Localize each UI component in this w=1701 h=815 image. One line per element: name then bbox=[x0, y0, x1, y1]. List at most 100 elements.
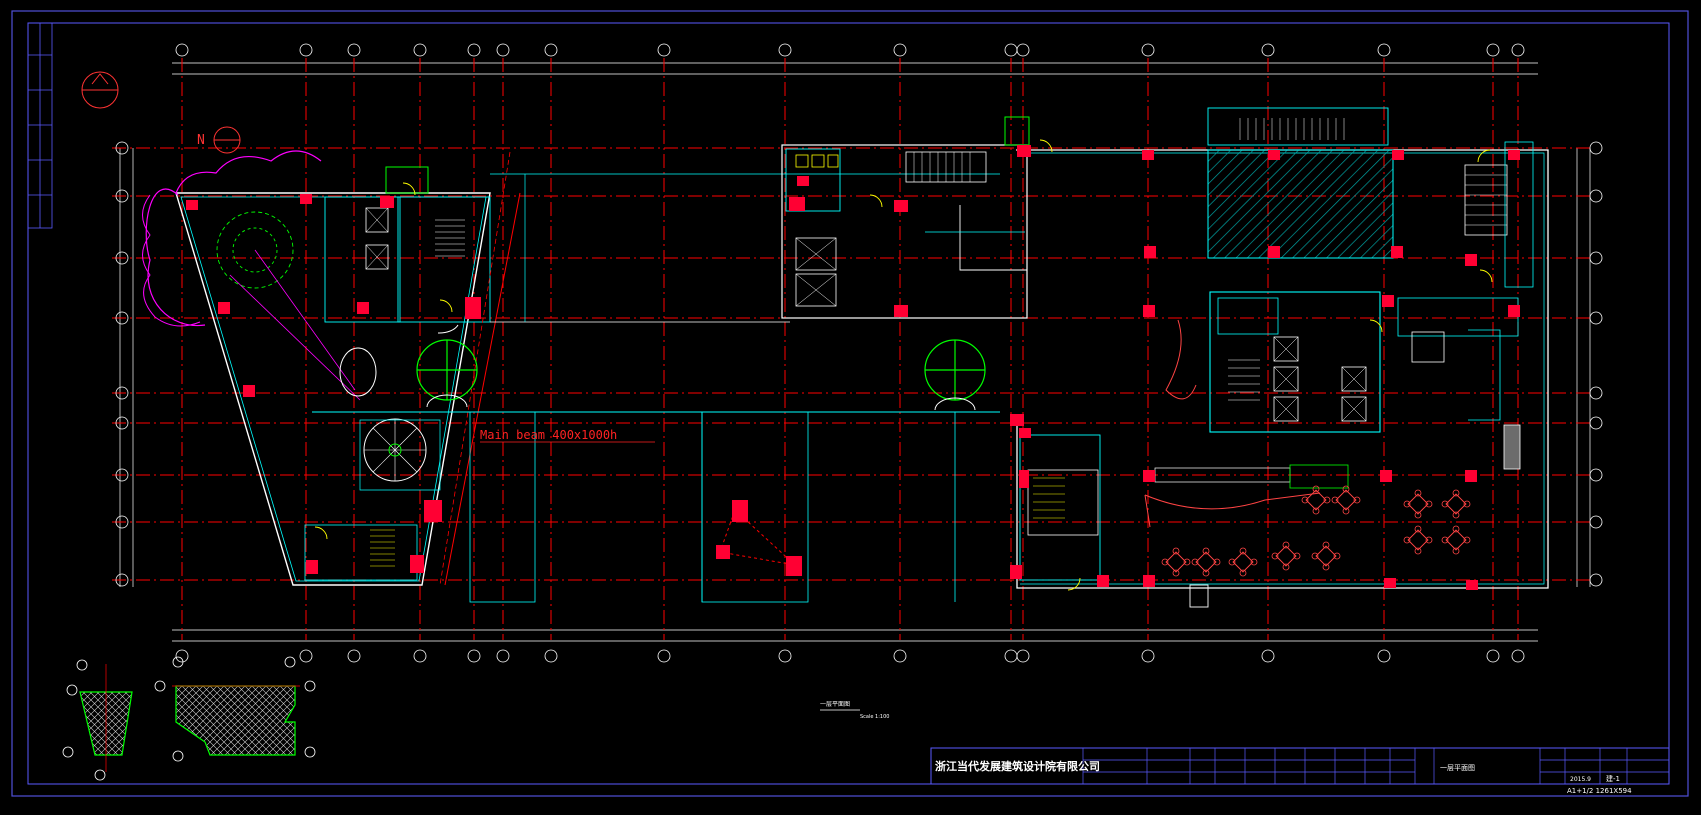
right-wing-building bbox=[1016, 107, 1549, 608]
paper-size-note: A1+1/2 1261X594 bbox=[1567, 787, 1632, 795]
sheet-number: 建-1 bbox=[1606, 774, 1620, 783]
axis-bubble-left bbox=[115, 251, 129, 265]
axis-bubble-top bbox=[1261, 43, 1275, 57]
axis-bubble-top bbox=[175, 43, 189, 57]
column bbox=[1019, 428, 1031, 438]
axis-bubble-top bbox=[413, 43, 427, 57]
horizontal-grid-axes bbox=[112, 147, 1590, 581]
axis-bubble-right bbox=[1589, 311, 1603, 325]
dining-table bbox=[1441, 525, 1471, 555]
dining-table bbox=[1301, 485, 1331, 515]
column bbox=[1144, 246, 1156, 258]
column bbox=[1465, 254, 1477, 266]
column bbox=[1017, 145, 1031, 157]
column bbox=[465, 297, 481, 319]
dining-table bbox=[1441, 489, 1471, 519]
restaurant-furniture bbox=[1161, 485, 1471, 577]
title-block bbox=[930, 747, 1670, 785]
svg-text:N: N bbox=[197, 133, 205, 148]
column bbox=[218, 302, 230, 314]
axis-bubble-bottom bbox=[778, 649, 792, 663]
column bbox=[797, 176, 809, 186]
key-plan-right bbox=[154, 656, 316, 762]
axis-bubble-right bbox=[1589, 573, 1603, 587]
axis-bubble-left bbox=[115, 515, 129, 529]
column bbox=[1019, 470, 1029, 488]
axis-bubble-top bbox=[1016, 43, 1030, 57]
column bbox=[380, 196, 394, 208]
central-core-block bbox=[781, 116, 1030, 319]
column bbox=[1268, 150, 1280, 160]
axis-bubble-bottom bbox=[413, 649, 427, 663]
axis-bubble-right bbox=[1589, 386, 1603, 400]
left-wing-building bbox=[142, 150, 521, 586]
axis-bubble-right bbox=[1589, 515, 1603, 529]
axis-bubble-bottom bbox=[299, 649, 313, 663]
company-name: 浙江当代发展建筑设计院有限公司 bbox=[935, 759, 1100, 773]
column bbox=[786, 556, 802, 576]
dining-table bbox=[1161, 547, 1191, 577]
axis-bubble-bottom bbox=[467, 649, 481, 663]
column bbox=[1384, 578, 1396, 588]
axis-bubble-bottom bbox=[1261, 649, 1275, 663]
axis-bubble-right bbox=[1589, 141, 1603, 155]
axis-bubble-top bbox=[778, 43, 792, 57]
axis-bubble-top bbox=[1377, 43, 1391, 57]
dining-table bbox=[1311, 541, 1341, 571]
axis-bubble-bottom bbox=[544, 649, 558, 663]
dining-table bbox=[1403, 489, 1433, 519]
column bbox=[732, 500, 748, 522]
structural-columns bbox=[186, 145, 1520, 590]
drawing-title: 一层平面图 bbox=[1440, 764, 1475, 772]
axis-bubble-top bbox=[1141, 43, 1155, 57]
column bbox=[1465, 470, 1477, 482]
drawing-date: 2015.9 bbox=[1570, 776, 1591, 783]
column bbox=[1508, 150, 1520, 160]
door-swings bbox=[314, 139, 1493, 591]
column bbox=[1382, 295, 1394, 307]
column bbox=[1466, 580, 1478, 590]
axis-bubble-left bbox=[115, 311, 129, 325]
dining-table bbox=[1191, 547, 1221, 577]
vertical-grid-axes bbox=[181, 58, 1519, 640]
axis-bubble-bottom bbox=[1141, 649, 1155, 663]
axis-bubble-top bbox=[1486, 43, 1500, 57]
dining-table bbox=[1403, 525, 1433, 555]
axis-bubble-bottom bbox=[1511, 649, 1525, 663]
axis-bubble-right bbox=[1589, 189, 1603, 203]
axis-bubble-left bbox=[115, 468, 129, 482]
column bbox=[894, 305, 908, 317]
axis-bubble-bottom bbox=[1486, 649, 1500, 663]
column bbox=[789, 197, 805, 211]
column bbox=[1143, 305, 1155, 317]
dining-table bbox=[1228, 547, 1258, 577]
column bbox=[1380, 470, 1392, 482]
column bbox=[424, 500, 442, 522]
key-plan-left bbox=[62, 659, 133, 781]
column bbox=[894, 200, 908, 212]
column bbox=[243, 385, 255, 397]
axis-bubble-top bbox=[1004, 43, 1018, 57]
column bbox=[300, 194, 312, 204]
axis-bubble-bottom bbox=[1016, 649, 1030, 663]
column bbox=[1097, 575, 1109, 587]
axis-bubble-left bbox=[115, 573, 129, 587]
column bbox=[1391, 246, 1403, 258]
axis-bubble-top bbox=[544, 43, 558, 57]
axis-bubble-top bbox=[467, 43, 481, 57]
column bbox=[1392, 150, 1404, 160]
column bbox=[1010, 565, 1022, 579]
dining-table bbox=[1331, 485, 1361, 515]
column bbox=[1010, 414, 1024, 426]
axis-bubble-top bbox=[496, 43, 510, 57]
column bbox=[1143, 575, 1155, 587]
axis-bubble-bottom bbox=[1004, 649, 1018, 663]
column bbox=[410, 555, 424, 573]
compass-icon: N bbox=[197, 126, 241, 154]
column bbox=[1142, 150, 1154, 160]
north-arrow-icon bbox=[81, 71, 119, 109]
column bbox=[1508, 305, 1520, 317]
axis-bubble-bottom bbox=[496, 649, 510, 663]
axis-bubble-left bbox=[115, 141, 129, 155]
